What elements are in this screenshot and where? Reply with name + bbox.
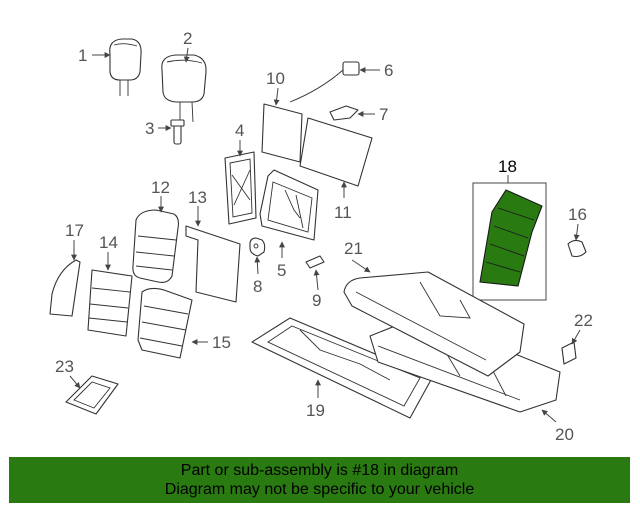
callout-10: 10 — [266, 69, 285, 88]
callout-3: 3 — [145, 119, 154, 138]
callout-21: 21 — [344, 239, 363, 258]
callout-16: 16 — [568, 205, 587, 224]
parts-diagram: 1 2 3 4 5 6 7 8 9 10 11 12 13 14 15 16 1… — [49, 29, 593, 444]
part-1-headrest[interactable] — [109, 38, 142, 96]
banner-line-1: Part or sub-assembly is #18 in diagram — [180, 462, 459, 479]
callout-11: 11 — [334, 203, 352, 222]
callout-2: 2 — [183, 29, 192, 48]
callout-15: 15 — [212, 333, 231, 352]
callout-4: 4 — [235, 121, 244, 140]
callout-17: 17 — [65, 221, 84, 240]
part-4-seat-frame[interactable] — [224, 151, 257, 225]
part-21-bench-top[interactable] — [343, 271, 525, 377]
part-18-side-bolster[interactable] — [472, 182, 547, 301]
part-9-cover[interactable] — [305, 255, 325, 269]
part-7-bracket[interactable] — [329, 105, 359, 121]
part-11-panel[interactable] — [299, 117, 373, 187]
callout-14: 14 — [99, 233, 118, 252]
callout-18: 18 — [498, 157, 517, 176]
info-banner: Part or sub-assembly is #18 in diagram D… — [9, 457, 630, 503]
part-15-cushion[interactable] — [137, 287, 193, 359]
callout-22: 22 — [574, 311, 593, 330]
callout-7: 7 — [379, 105, 388, 124]
part-3-guide-pin[interactable] — [170, 119, 185, 145]
part-23-tray[interactable] — [65, 375, 119, 415]
callout-12: 12 — [151, 178, 170, 197]
callout-1: 1 — [78, 46, 87, 65]
callouts: 1 2 3 4 5 6 7 8 9 10 11 12 13 14 15 16 1… — [55, 29, 593, 444]
callout-9: 9 — [312, 291, 321, 310]
callout-6: 6 — [384, 61, 393, 80]
part-14-cushion[interactable] — [87, 269, 133, 337]
part-13-bracket[interactable] — [185, 225, 241, 303]
callout-23: 23 — [55, 357, 74, 376]
part-6-connector[interactable] — [289, 61, 360, 103]
callout-20: 20 — [555, 425, 574, 444]
callout-19: 19 — [306, 401, 325, 420]
part-16-clip[interactable] — [567, 239, 587, 258]
part-2-headrest[interactable] — [161, 54, 207, 123]
part-12-backrest-cover[interactable] — [132, 209, 180, 283]
part-17-side-bolster[interactable] — [49, 259, 81, 317]
callout-5: 5 — [277, 261, 286, 280]
leader-lines — [69, 47, 581, 423]
part-8-clip[interactable] — [249, 237, 266, 257]
callout-13: 13 — [188, 188, 207, 207]
part-5-backrest-frame[interactable] — [259, 169, 319, 241]
callout-8: 8 — [253, 277, 262, 296]
banner-line-2: Diagram may not be specific to your vehi… — [164, 481, 475, 498]
part-10-panel[interactable] — [261, 103, 303, 163]
part-22-cap[interactable] — [561, 341, 577, 365]
